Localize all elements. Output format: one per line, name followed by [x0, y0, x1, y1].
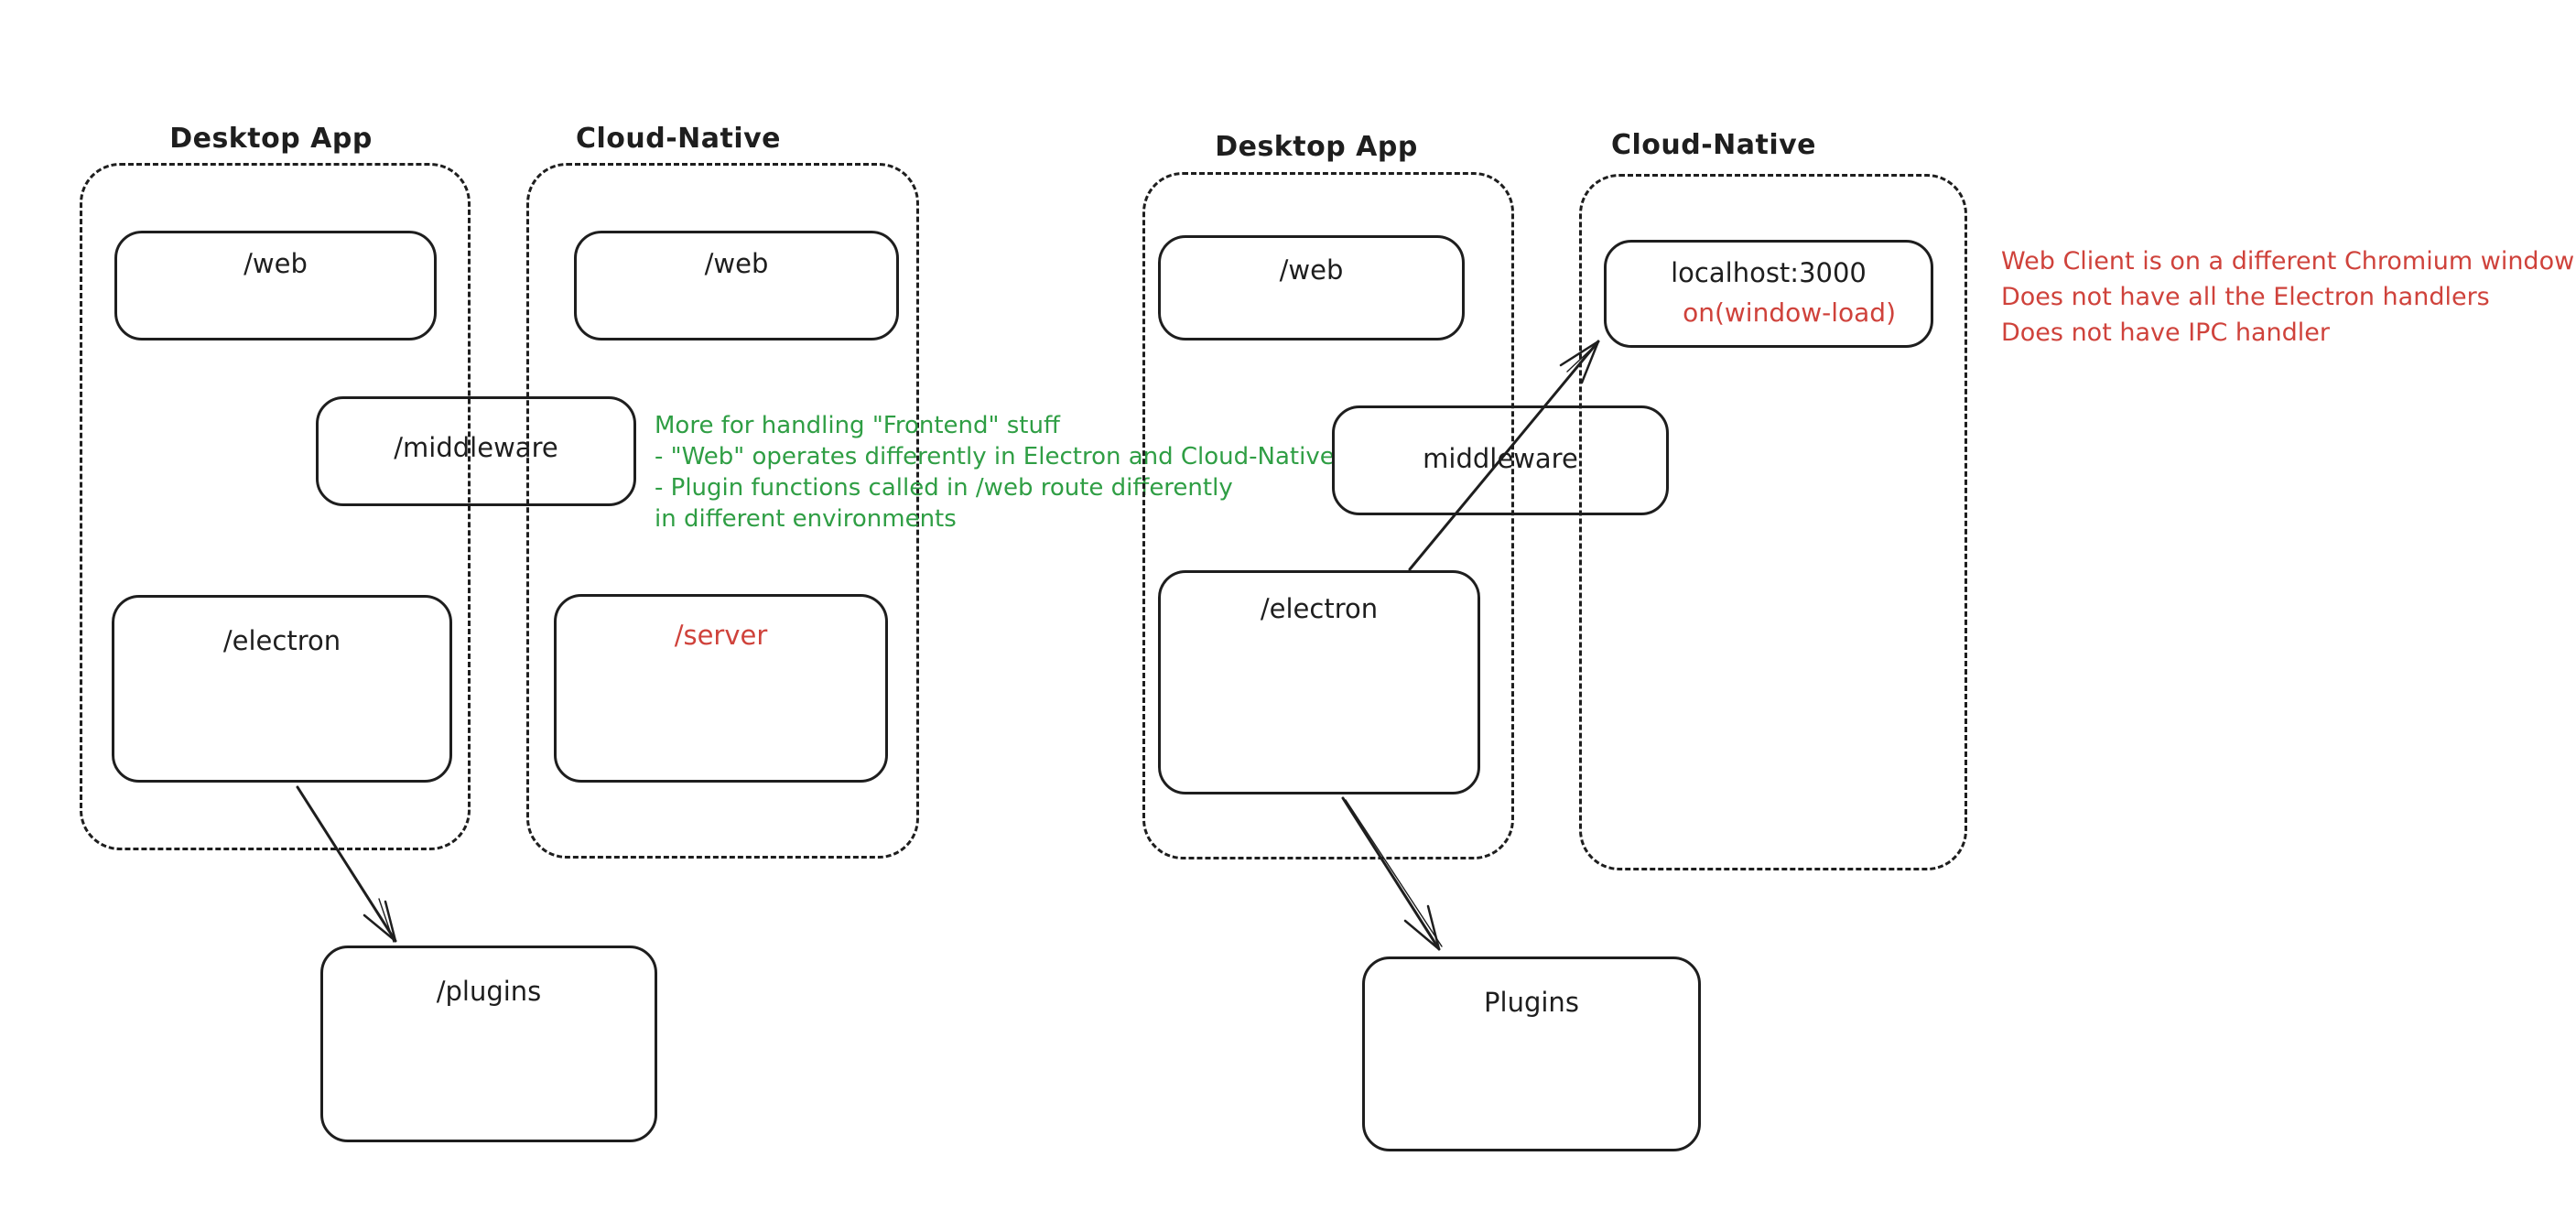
- localhost-label: localhost:3000: [1671, 257, 1867, 288]
- left-green-annotation: More for handling "Frontend" stuff - "We…: [655, 410, 1335, 535]
- red-note-line-2: Does not have all the Electron handlers: [2001, 283, 2490, 311]
- left-cloud-web-label: /web: [704, 248, 769, 279]
- red-note-line-1: Web Client is on a different Chromium wi…: [2001, 247, 2575, 276]
- left-desktop-web-box: /web: [114, 231, 437, 340]
- green-note-line-2: - "Web" operates differently in Electron…: [655, 443, 1335, 470]
- red-note-line-3: Does not have IPC handler: [2001, 319, 2331, 347]
- left-server-label: /server: [674, 620, 768, 651]
- right-web-label: /web: [1279, 254, 1344, 286]
- left-server-box: /server: [554, 594, 888, 783]
- right-middleware-box: middleware: [1332, 405, 1669, 515]
- right-web-box: /web: [1158, 235, 1465, 340]
- right-desktop-app-label: Desktop App: [1215, 131, 1418, 163]
- right-middleware-label: middleware: [1423, 443, 1578, 474]
- green-note-line-1: More for handling "Frontend" stuff: [655, 412, 1060, 439]
- right-electron-box: /electron: [1158, 570, 1480, 794]
- left-middleware-label: /middleware: [394, 432, 558, 463]
- left-plugins-label: /plugins: [436, 976, 542, 1007]
- right-plugins-label: Plugins: [1484, 987, 1579, 1018]
- right-localhost-box: localhost:3000 on(window-load): [1604, 240, 1933, 348]
- left-electron-box: /electron: [112, 595, 452, 783]
- left-desktop-web-label: /web: [244, 248, 308, 279]
- left-cloud-web-box: /web: [574, 231, 899, 340]
- left-middleware-box: /middleware: [316, 396, 636, 506]
- left-desktop-app-container: [80, 163, 471, 850]
- right-plugins-box: Plugins: [1362, 956, 1701, 1151]
- left-plugins-box: /plugins: [320, 946, 657, 1142]
- right-red-annotation: Web Client is on a different Chromium wi…: [2001, 243, 2574, 351]
- green-note-line-4: in different environments: [655, 505, 957, 533]
- right-electron-label: /electron: [1260, 593, 1379, 624]
- left-desktop-app-label: Desktop App: [169, 123, 373, 155]
- left-cloud-native-container: [526, 163, 919, 859]
- window-load-label: on(window-load): [1683, 297, 1896, 328]
- right-cloud-native-label: Cloud-Native: [1610, 129, 1817, 161]
- left-electron-label: /electron: [222, 625, 341, 656]
- left-cloud-native-label: Cloud-Native: [575, 123, 782, 155]
- green-note-line-3: - Plugin functions called in /web route …: [655, 474, 1233, 502]
